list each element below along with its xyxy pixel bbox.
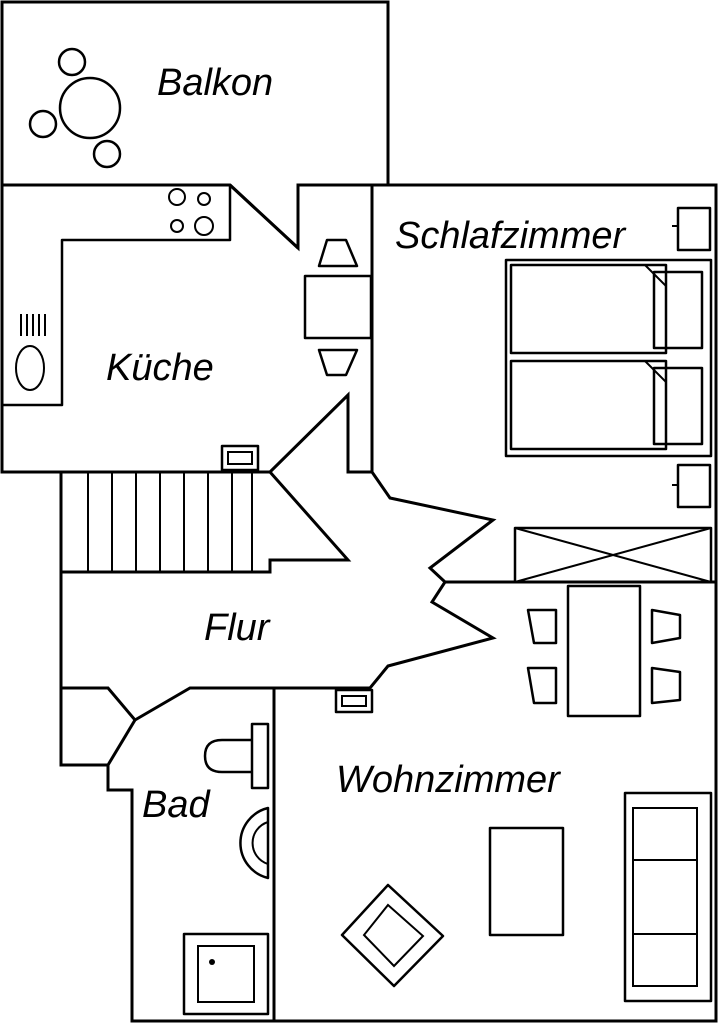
room-labels: Balkon Küche Schlafzimmer Flur Bad Wohnz… bbox=[106, 62, 626, 826]
balcony-outline bbox=[0, 0, 390, 185]
stove-icon bbox=[168, 188, 214, 236]
sink-icon bbox=[15, 314, 46, 391]
wall-kitchen-bottom bbox=[2, 391, 372, 474]
wall-living-door bbox=[274, 581, 497, 690]
room-label-kueche: Küche bbox=[106, 347, 214, 389]
living-dining-set bbox=[526, 584, 682, 718]
building-outline bbox=[0, 183, 718, 1023]
balcony-table-set bbox=[28, 47, 122, 169]
radiator-kitchen bbox=[220, 444, 260, 472]
room-label-wohnzimmer: Wohnzimmer bbox=[336, 759, 561, 801]
kitchen-dining-set bbox=[303, 238, 373, 377]
wall-bath-top bbox=[61, 686, 274, 722]
bedroom-furniture bbox=[504, 206, 713, 584]
kitchen-counter bbox=[2, 185, 232, 407]
living-room-furniture bbox=[340, 791, 713, 1003]
room-label-balkon: Balkon bbox=[157, 62, 273, 104]
room-label-schlafzimmer: Schlafzimmer bbox=[395, 215, 626, 257]
radiator-hall bbox=[334, 688, 374, 714]
stair-wall bbox=[61, 471, 352, 574]
room-label-flur: Flur bbox=[204, 607, 271, 649]
bathroom-furniture bbox=[182, 722, 270, 1016]
wall-bedroom-bottom bbox=[370, 471, 716, 584]
room-label-bad: Bad bbox=[142, 784, 211, 826]
stairs bbox=[87, 472, 253, 572]
